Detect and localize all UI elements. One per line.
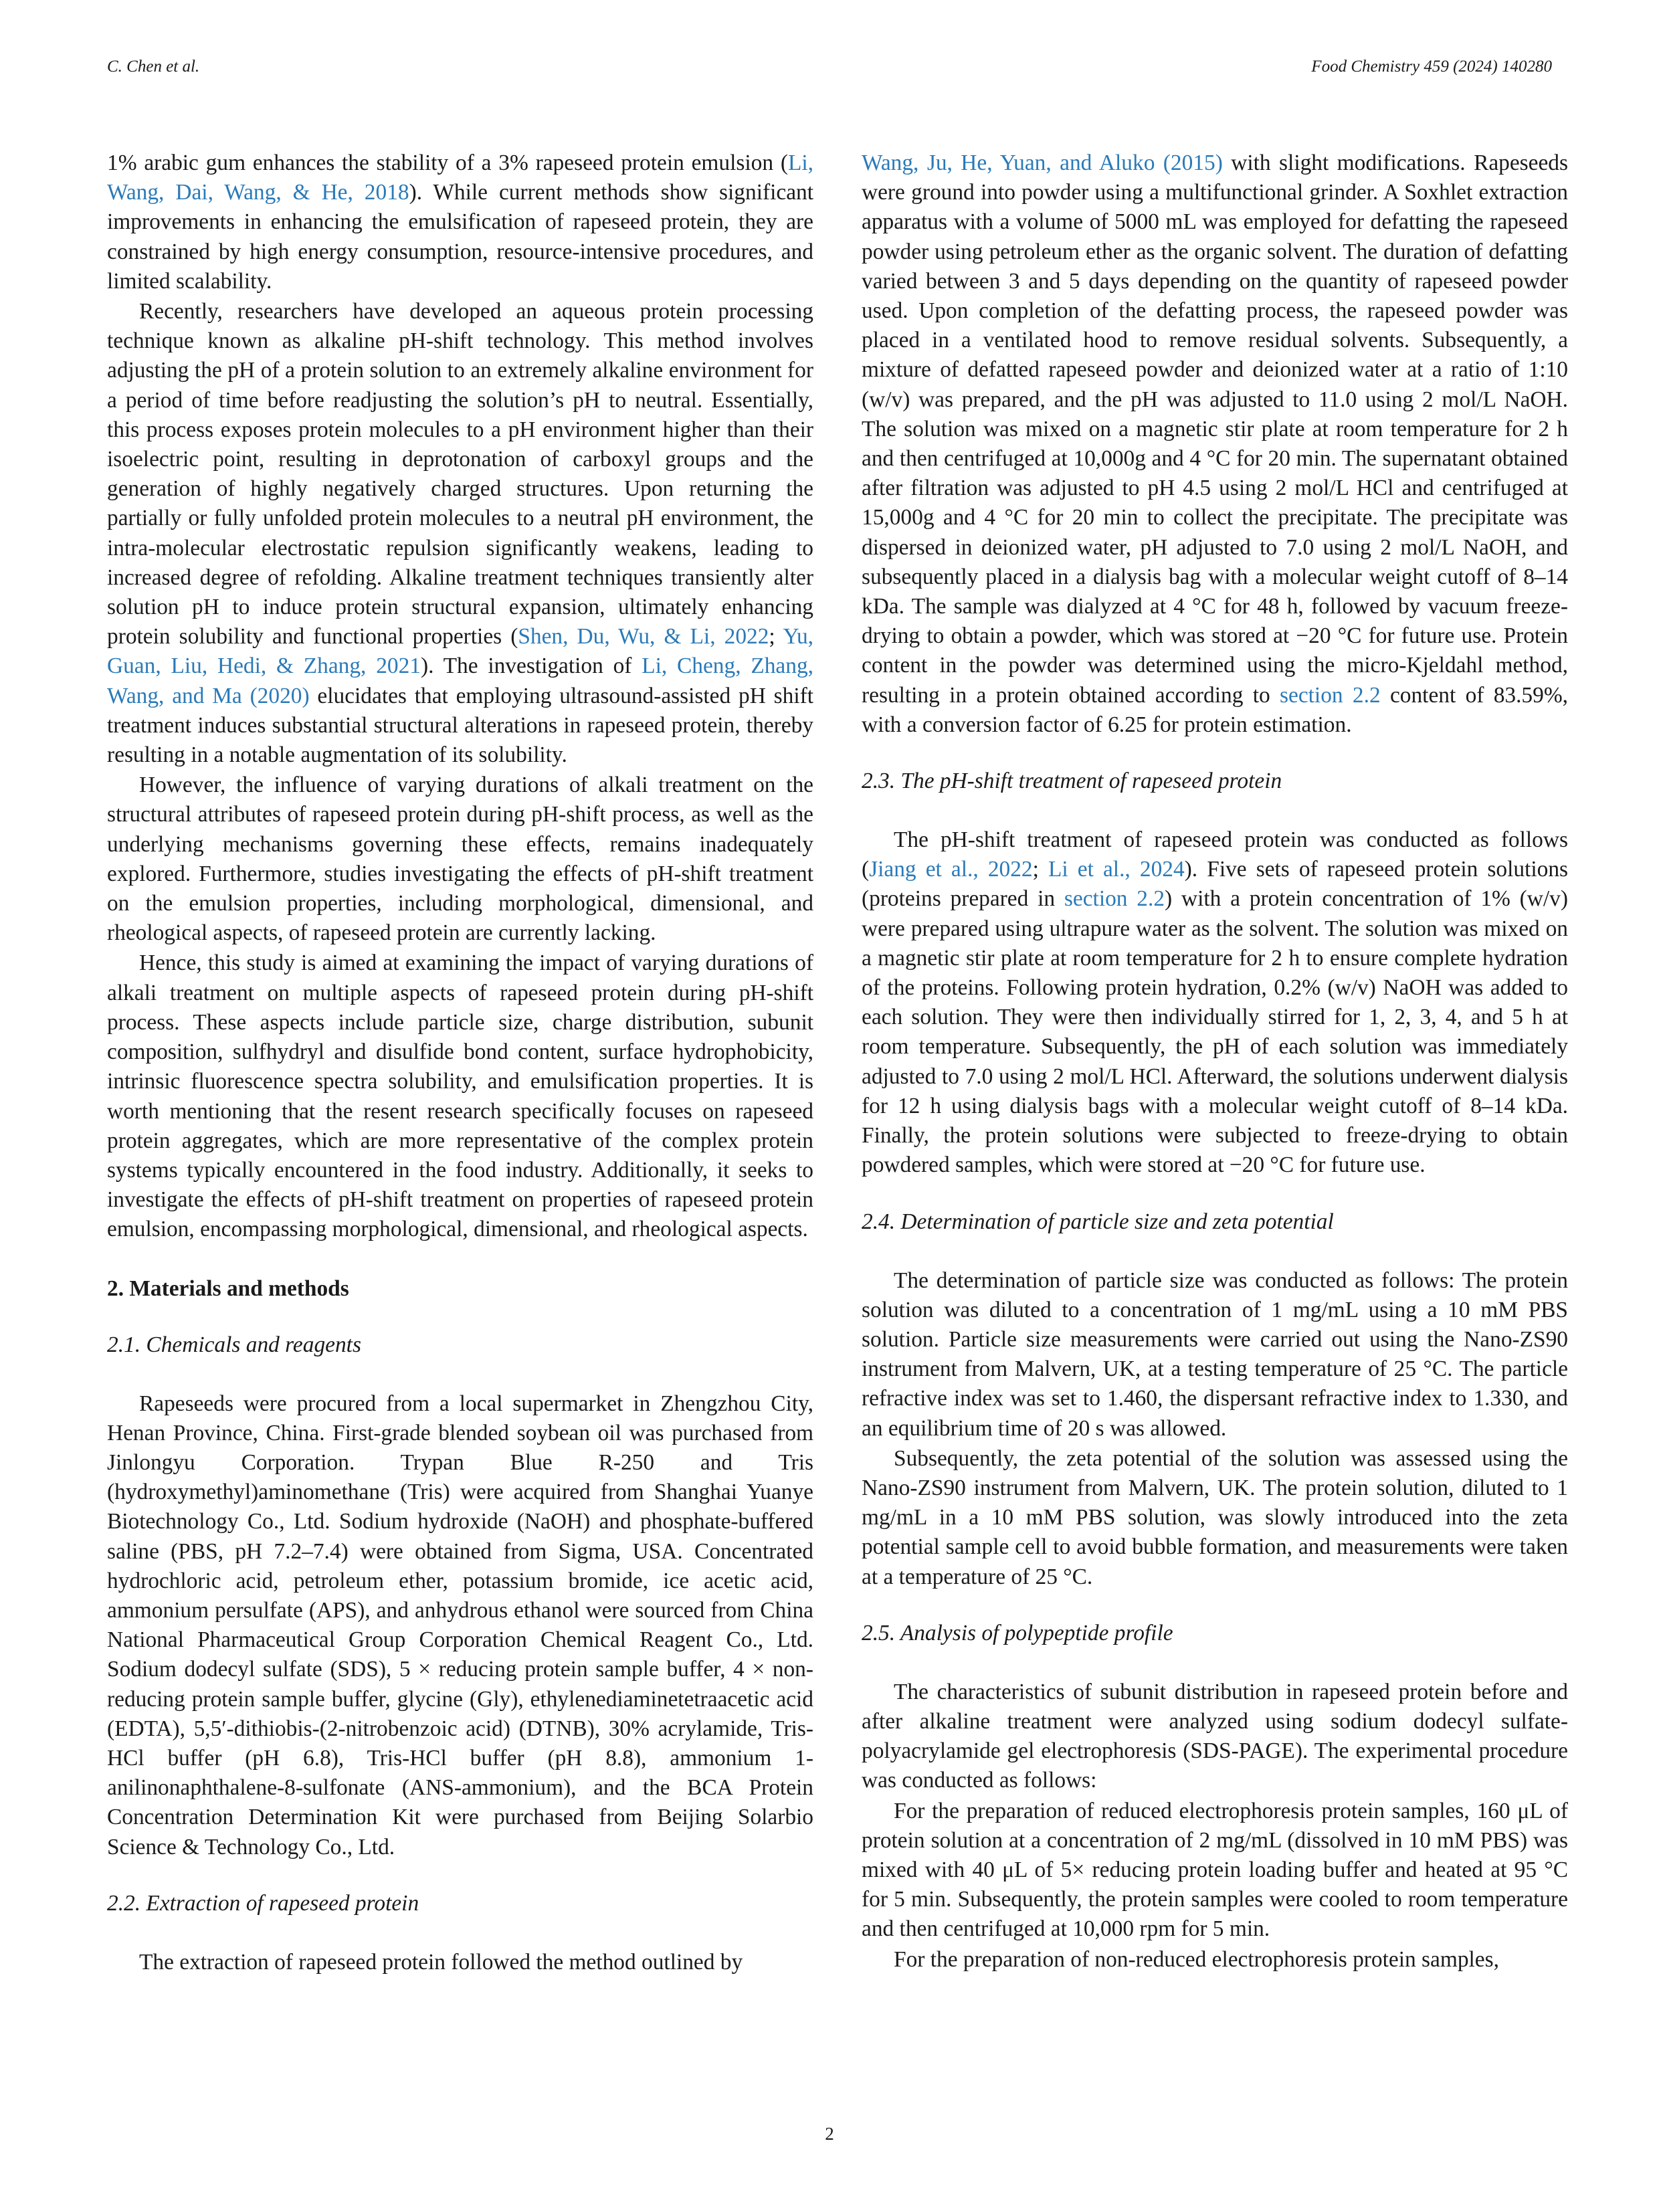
left-column: 1% arabic gum enhances the stability of … [107,148,813,1978]
paragraph: Hence, this study is aimed at examining … [107,950,813,1242]
citation-link[interactable]: Li et al., 2024 [1048,857,1185,882]
paragraph: However, the influence of varying durati… [107,773,813,946]
subsection-heading: 2.1. Chemicals and reagents [107,1332,361,1357]
page-number: 2 [825,2124,834,2144]
section-link[interactable]: section 2.2 [1064,886,1165,912]
paragraph: The extraction of rapeseed protein follo… [139,1949,743,1975]
subsection-heading: 2.4. Determination of particle size and … [862,1209,1334,1234]
paragraph: For the preparation of reduced electroph… [862,1798,1568,1942]
subsection-heading: 2.3. The pH-shift treatment of rapeseed … [862,769,1282,794]
citation-link[interactable]: Li, Wang, Dai, Wang, & He, 2018 [107,150,813,205]
subsection-heading: 2.2. Extraction of rapeseed protein [107,1890,419,1916]
paragraph: Wang, Ju, He, Yuan, and Aluko (2015) wit… [862,150,1568,737]
citation-link[interactable]: Shen, Du, Wu, & Li, 2022 [518,624,769,649]
paragraph: The determination of particle size was c… [862,1268,1568,1441]
citation-link[interactable]: Yu, Guan, Liu, Hedi, & Zhang, 2021 [107,624,813,679]
citation-link[interactable]: Wang, Ju, He, Yuan, and Aluko (2015) [862,150,1223,175]
running-header: C. Chen et al. Food Chemistry 459 (2024)… [107,58,1552,84]
paragraph: Rapeseeds were procured from a local sup… [107,1391,813,1859]
paragraph: The characteristics of subunit distribut… [862,1679,1568,1793]
section-heading: 2. Materials and methods [107,1276,349,1301]
paragraph: 1% arabic gum enhances the stability of … [107,150,813,294]
header-journal: Food Chemistry 459 (2024) 140280 [1311,58,1552,76]
subsection-heading: 2.5. Analysis of polypeptide profile [862,1620,1173,1645]
section-link[interactable]: section 2.2 [1280,682,1381,708]
paragraph: Recently, researchers have developed an … [107,299,814,768]
header-authors: C. Chen et al. [107,58,200,76]
paragraph: Subsequently, the zeta potential of the … [862,1445,1568,1589]
citation-link[interactable]: Li, Cheng, Zhang, Wang, and Ma (2020) [107,653,813,708]
right-column: Wang, Ju, He, Yuan, and Aluko (2015) wit… [862,148,1568,1975]
paragraph: The pH-shift treatment of rapeseed prote… [862,827,1569,1178]
citation-link[interactable]: Jiang et al., 2022 [869,857,1033,882]
paragraph: For the preparation of non-reduced elect… [894,1946,1499,1972]
